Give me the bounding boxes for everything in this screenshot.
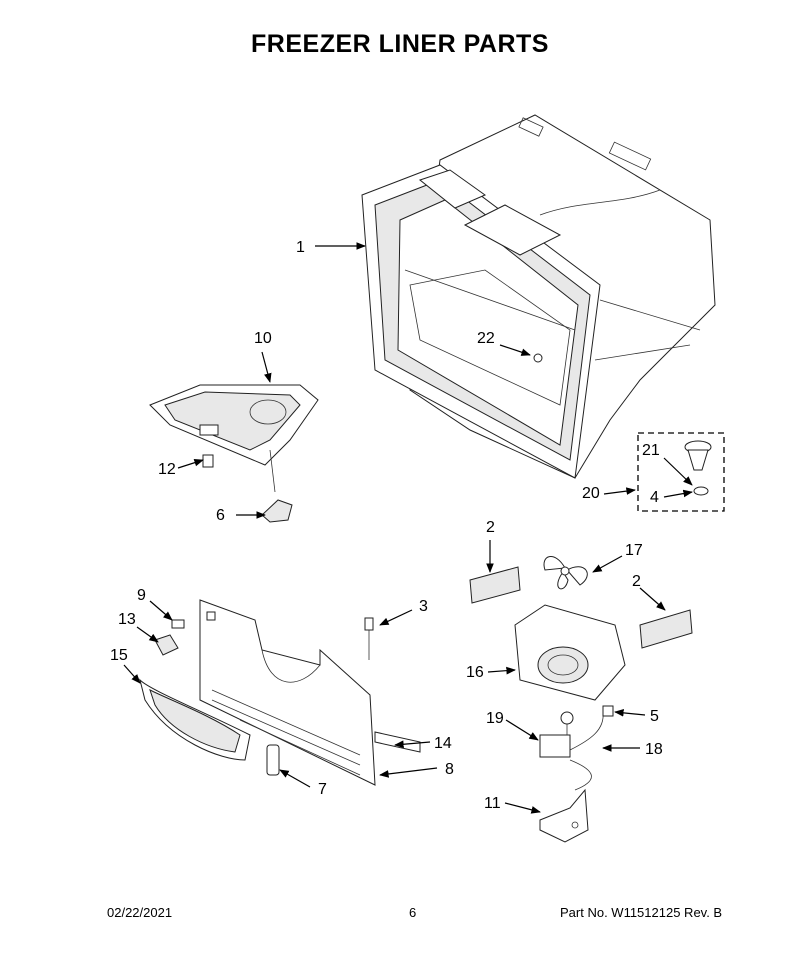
callout-4: 4 — [650, 489, 659, 506]
damper-part-6 — [261, 499, 293, 523]
callout-5: 5 — [650, 708, 659, 725]
callout-17: 17 — [625, 542, 643, 559]
fan-shroud-part-16 — [514, 604, 626, 701]
screw-part-9 — [171, 619, 185, 629]
kit-part-20 — [637, 432, 725, 512]
callout-9: 9 — [137, 587, 146, 604]
callout-20: 20 — [582, 485, 600, 502]
callout-8: 8 — [445, 761, 454, 778]
callout-18: 18 — [645, 741, 663, 758]
grille-part-15 — [139, 678, 251, 761]
footer-date: 02/22/2021 — [107, 905, 173, 920]
bracket-part-11 — [539, 788, 589, 843]
fan-blade-part-17 — [543, 556, 588, 590]
callout-10: 10 — [254, 330, 272, 347]
callout-14: 14 — [434, 735, 452, 752]
callout-16: 16 — [466, 664, 484, 681]
callout-6: 6 — [216, 507, 225, 524]
callout-1: 1 — [296, 239, 305, 256]
callout-15: 15 — [110, 647, 128, 664]
pad-part-2a — [469, 566, 521, 604]
thermistor-part-3 — [364, 617, 374, 660]
callout-13: 13 — [118, 611, 136, 628]
housing-part-10 — [149, 384, 319, 493]
pad-part-2b — [639, 609, 693, 649]
wire-harness-part-18 — [569, 711, 604, 791]
callout-3: 3 — [419, 598, 428, 615]
callout-19: 19 — [486, 710, 504, 727]
page-title: FREEZER LINER PARTS — [251, 30, 549, 58]
screw-part-5 — [602, 705, 614, 717]
callout-11: 11 — [484, 795, 501, 812]
callout-12: 12 — [158, 461, 176, 478]
footer-page-number: 6 — [409, 905, 417, 920]
fan-motor-part-19 — [539, 711, 574, 758]
foam-strip-part-14 — [374, 731, 421, 753]
bracket-part-13 — [154, 634, 179, 656]
callout-22: 22 — [477, 330, 495, 347]
cover-panel-part-8 — [199, 599, 376, 786]
sensor-part-7 — [266, 744, 280, 776]
freezer-liner-part-1 — [361, 114, 716, 479]
callout-7: 7 — [318, 781, 327, 798]
fastener-part-22 — [533, 353, 543, 363]
footer-part-number: Part No. W11512125 Rev. B — [560, 905, 723, 920]
callout-2b: 2 — [632, 573, 641, 590]
clip-part-12 — [202, 454, 214, 468]
callout-2a: 2 — [486, 519, 495, 536]
callout-21: 21 — [642, 442, 660, 459]
